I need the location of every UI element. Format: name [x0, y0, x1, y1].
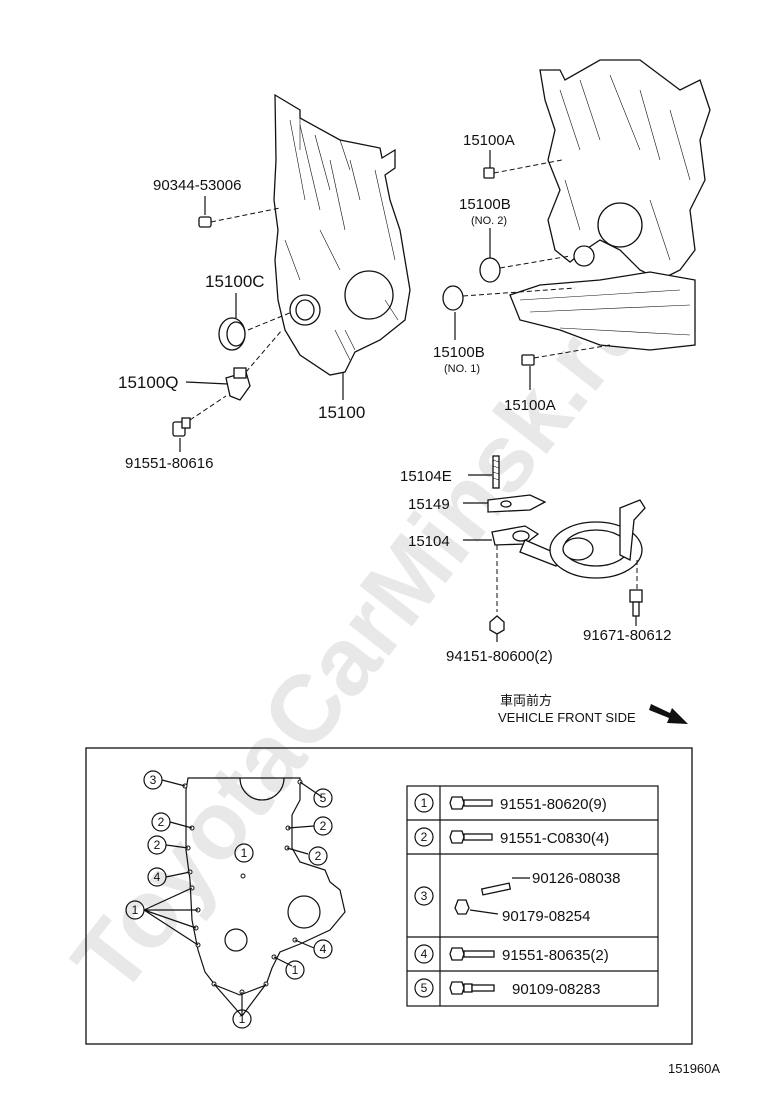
- label-15100C: 15100C: [205, 272, 265, 291]
- cover-outline-diagram: [143, 777, 346, 1017]
- svg-text:1: 1: [132, 903, 139, 917]
- timing-cover-drawing: [273, 93, 411, 376]
- callout-circles: 3 5 2 2 4 2 2 1 1 4 1 1: [125, 770, 333, 1029]
- svg-text:1: 1: [241, 846, 248, 860]
- label-15100B-top: 15100B: [459, 196, 511, 213]
- note-15100B-no1: (NO. 1): [444, 363, 480, 375]
- legend-part-1: 91551-80620(9): [500, 796, 607, 813]
- label-90344-53006: 90344-53006: [153, 177, 241, 194]
- callout-5: 5: [313, 788, 333, 808]
- svg-text:4: 4: [320, 942, 327, 956]
- label-15104: 15104: [408, 533, 450, 550]
- front-kanji: 車両前方: [500, 693, 552, 708]
- label-15149: 15149: [408, 496, 450, 513]
- callout-1: 1: [285, 960, 305, 980]
- callout-4: 4: [147, 867, 167, 887]
- legend-row-5: 5 90109-08283: [414, 978, 600, 998]
- bolt-91551-80616: [172, 395, 227, 437]
- callout-1: 1: [232, 1009, 252, 1029]
- callout-2: 2: [313, 816, 333, 836]
- bolt-legend-table: 1 91551-80620(9) 2 91551-C0830(4) 3 9012…: [406, 785, 659, 1007]
- svg-text:1: 1: [292, 963, 299, 977]
- label-15100Q: 15100Q: [118, 373, 179, 392]
- oil-strainer-15104: [491, 499, 646, 579]
- callout-4: 4: [313, 939, 333, 959]
- sensor-15100Q: [225, 329, 283, 401]
- label-15100A-bottom: 15100A: [504, 397, 556, 414]
- bolt-91671: [629, 589, 643, 617]
- svg-text:2: 2: [320, 819, 327, 833]
- label-15100B-bottom: 15100B: [433, 344, 485, 361]
- svg-text:2: 2: [154, 838, 161, 852]
- legend-row-2: 2 91551-C0830(4): [414, 827, 609, 847]
- label-15104E: 15104E: [400, 468, 452, 485]
- label-15100A-top: 15100A: [463, 132, 515, 149]
- label-15100: 15100: [318, 403, 365, 422]
- svg-text:4: 4: [421, 947, 428, 961]
- label-94151-80600: 94151-80600(2): [446, 648, 553, 665]
- svg-text:2: 2: [158, 815, 165, 829]
- svg-text:2: 2: [315, 849, 322, 863]
- label-91551-80616: 91551-80616: [125, 455, 213, 472]
- bolt-layout-frame: [85, 747, 693, 1045]
- callout-2: 2: [151, 812, 171, 832]
- figure-id: 151960A: [668, 1061, 720, 1076]
- legend-part-4: 91551-80635(2): [502, 947, 609, 964]
- legend-part-5: 90109-08283: [512, 981, 600, 998]
- legend-row-1: 1 91551-80620(9): [414, 793, 607, 813]
- direction-arrow-icon: [649, 704, 688, 724]
- legend-row-4: 4 91551-80635(2): [414, 944, 609, 964]
- engine-block-drawing: [509, 59, 711, 351]
- svg-text:5: 5: [421, 981, 428, 995]
- svg-text:3: 3: [421, 889, 428, 903]
- callout-1: 1: [234, 843, 254, 863]
- legend-part-2: 91551-C0830(4): [500, 830, 609, 847]
- legend-row-3: 3 90126-08038 90179-08254: [414, 870, 620, 925]
- legend-part-3a: 90126-08038: [532, 870, 620, 887]
- callout-2: 2: [147, 835, 167, 855]
- svg-text:4: 4: [154, 870, 161, 884]
- oil-seal-15100C: [218, 311, 293, 351]
- svg-text:1: 1: [239, 1012, 246, 1026]
- svg-text:3: 3: [150, 773, 157, 787]
- note-15100B-no2: (NO. 2): [471, 215, 507, 227]
- vehicle-front-side-label: VEHICLE FRONT SIDE: [498, 710, 636, 725]
- legend-part-3b: 90179-08254: [502, 908, 590, 925]
- callout-2: 2: [308, 846, 328, 866]
- label-91671-80612: 91671-80612: [583, 627, 671, 644]
- svg-text:1: 1: [421, 796, 428, 810]
- plug-90344: [198, 207, 281, 228]
- svg-text:5: 5: [320, 791, 327, 805]
- nut-94151: [489, 615, 505, 635]
- callout-1: 1: [125, 900, 145, 920]
- svg-text:2: 2: [421, 830, 428, 844]
- callout-3: 3: [143, 770, 163, 790]
